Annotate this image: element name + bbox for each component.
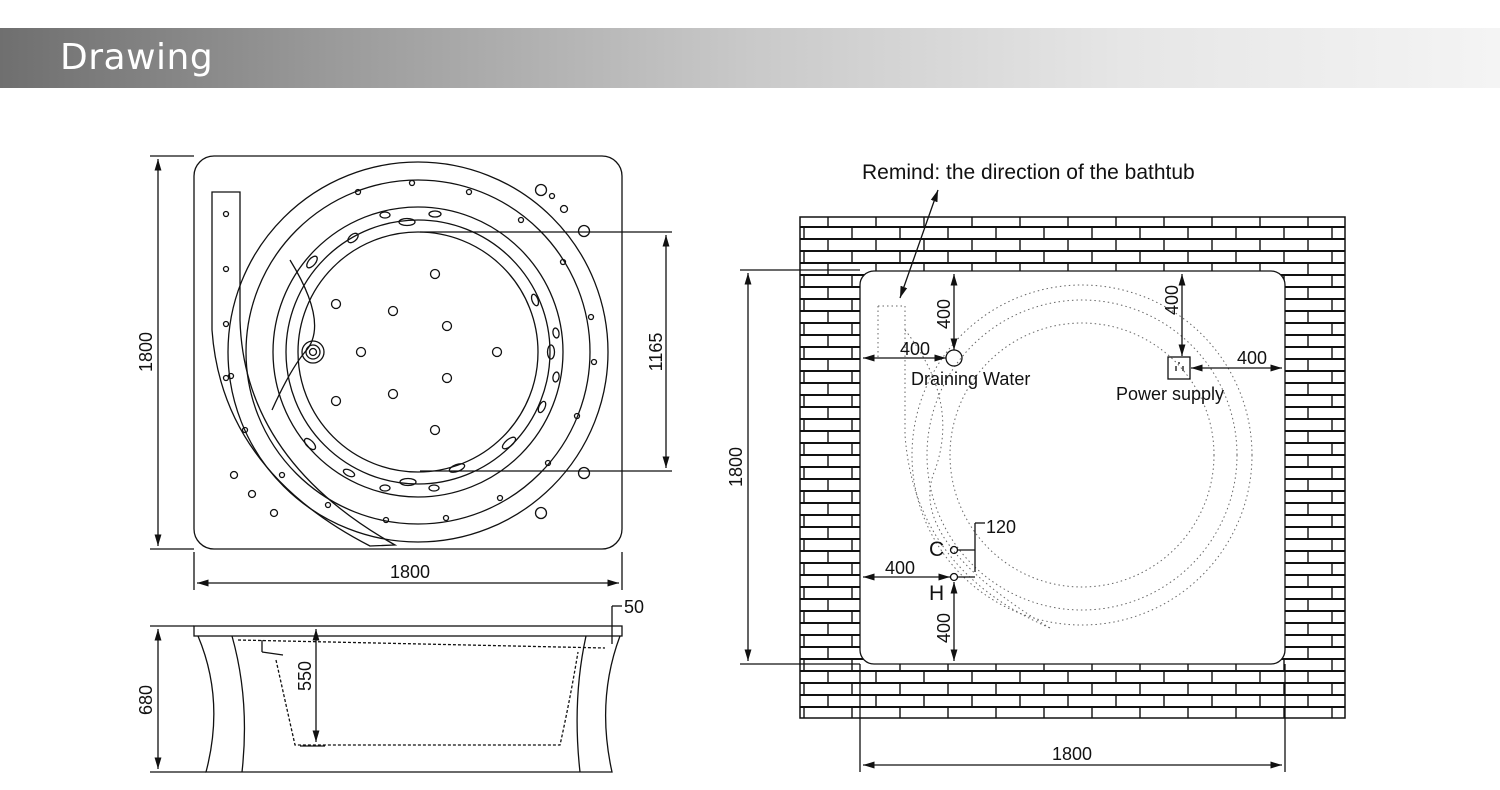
pipe-bottom-label: 400 xyxy=(934,613,954,643)
power-label: Power supply xyxy=(1116,384,1224,404)
section-title: Drawing xyxy=(60,37,214,78)
hot-pipe xyxy=(949,572,959,582)
rim-thickness-label: 50 xyxy=(624,597,644,617)
power-socket xyxy=(1167,356,1191,380)
basin-rim xyxy=(272,206,564,498)
floor-area xyxy=(859,270,1286,665)
drain-fitting xyxy=(301,340,325,364)
section-header-bar: Drawing xyxy=(0,28,1500,88)
top-view xyxy=(150,155,672,590)
remind-label: Remind: the direction of the bathtub xyxy=(862,161,1195,184)
power-top-label: 400 xyxy=(1162,285,1182,315)
top-width-label: 1800 xyxy=(390,562,430,582)
plan-height-label: 1800 xyxy=(726,447,746,487)
installation-plan xyxy=(740,189,1346,772)
ring-jets xyxy=(303,210,560,492)
power-right-label: 400 xyxy=(1237,348,1267,368)
hot-label: H xyxy=(929,582,944,605)
side-depth-label: 550 xyxy=(295,661,315,691)
inner-diameter-label: 1165 xyxy=(646,333,666,372)
outer-rim xyxy=(227,161,609,543)
side-view xyxy=(150,605,623,773)
plan-width-label: 1800 xyxy=(1052,744,1092,764)
tub-outline xyxy=(193,155,623,550)
pipe-left-label: 400 xyxy=(885,558,915,578)
pipe-gap-label: 120 xyxy=(986,517,1016,537)
cold-label: C xyxy=(929,538,944,561)
inner-jets xyxy=(330,268,503,436)
cold-pipe xyxy=(949,545,959,555)
drain-label: Draining Water xyxy=(911,369,1030,389)
deck-jets xyxy=(222,179,598,524)
drain-left-label: 400 xyxy=(900,339,930,359)
top-height-label: 1800 xyxy=(136,332,156,372)
side-height-label: 680 xyxy=(136,685,156,715)
drain-top-label: 400 xyxy=(934,299,954,329)
